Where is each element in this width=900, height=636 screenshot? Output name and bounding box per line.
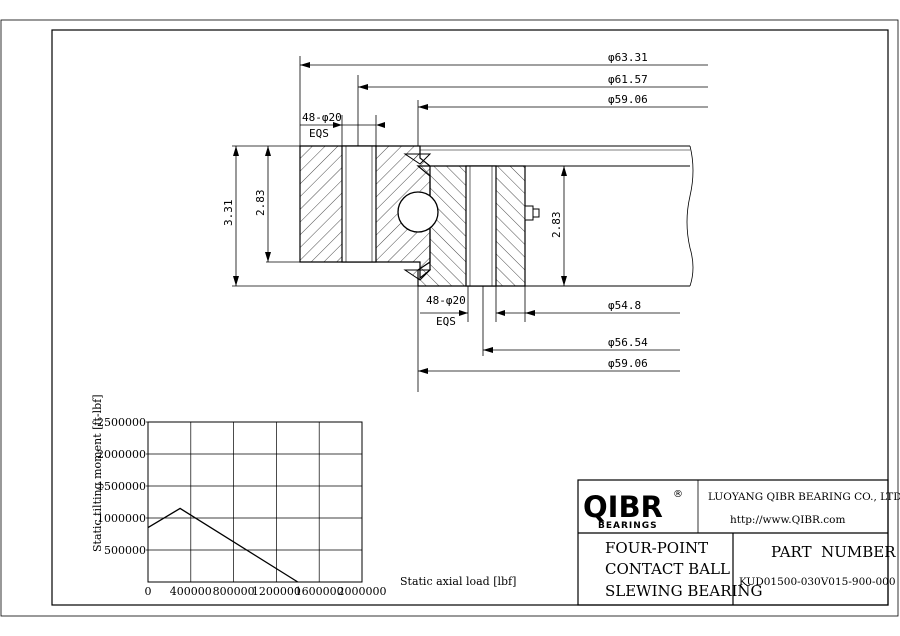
- ball: [397, 191, 439, 233]
- company-website: http://www.QIBR.com: [730, 514, 846, 526]
- dim-height-total: 3.31: [222, 200, 235, 227]
- bearing-cross-section: [299, 145, 694, 287]
- chart-x-tick-label: 2000000: [338, 585, 387, 598]
- dim-d1: φ63.31: [608, 51, 648, 64]
- dim-d2: φ61.57: [608, 73, 648, 86]
- part-number-label: PART NUMBER: [771, 543, 896, 561]
- dim-d4: φ54.8: [608, 299, 641, 312]
- dim-inner-eqs: EQS: [436, 315, 456, 328]
- chart-series-line: [147, 507, 299, 583]
- chart-x-label: Static axial load [lbf]: [400, 575, 516, 588]
- dim-d3: φ59.06: [608, 93, 648, 106]
- dim-d6: φ59.06: [608, 357, 648, 370]
- part-number: KUD01500-030V015-900-000: [739, 576, 896, 588]
- chart-x-tick-label: 1600000: [295, 585, 344, 598]
- chart-x-tick-label: 400000: [170, 585, 212, 598]
- dim-outer-eqs: EQS: [309, 127, 329, 140]
- top-seal: [403, 153, 432, 165]
- logo-registered: ®: [673, 489, 683, 500]
- chart-y-tick-label: 2500000: [97, 416, 146, 429]
- dim-height-inner: 2.83: [550, 212, 563, 239]
- chart-y-ticks: 500000 1000000 1500000 2000000 2500000: [97, 416, 148, 557]
- inner-bolt-hole: [465, 165, 497, 287]
- grease-nipple: [524, 205, 534, 221]
- product-line-3: SLEWING BEARING: [605, 582, 763, 600]
- product-line-2: CONTACT BALL: [605, 560, 730, 578]
- chart-y-label: Static tilting moment [ft-lbf]: [91, 394, 104, 552]
- drawing-border: [51, 29, 889, 606]
- chart-x-tick-label: 1200000: [252, 585, 301, 598]
- company-name: LUOYANG QIBR BEARING CO., LTD: [708, 491, 900, 503]
- chart-y-tick-label: 1000000: [97, 512, 146, 525]
- product-line-1: FOUR-POINT: [605, 539, 708, 557]
- logo-subtext: BEARINGS: [598, 521, 658, 531]
- chart-y-tick-label: 500000: [104, 544, 146, 557]
- dimension-arrows: [233, 62, 567, 374]
- chart-x-tick-label: 800000: [213, 585, 255, 598]
- outer-bolt-hole: [341, 145, 377, 263]
- dim-outer-holes: 48-φ20: [302, 111, 342, 124]
- bottom-seal: [403, 269, 432, 281]
- outer-frame: [0, 19, 899, 617]
- chart-x-tick-label: 0: [145, 585, 152, 598]
- logo-text: QIBR: [583, 490, 663, 524]
- chart-y-tick-label: 2000000: [97, 448, 146, 461]
- dim-inner-holes: 48-φ20: [426, 294, 466, 307]
- dim-d5: φ56.54: [608, 336, 648, 349]
- dim-height-outer: 2.83: [254, 190, 267, 217]
- dimension-lines: [232, 56, 708, 392]
- chart-plot-area: [147, 421, 363, 583]
- chart-y-tick-label: 1500000: [97, 480, 146, 493]
- title-block: QIBR ® BEARINGS LUOYANG QIBR BEARING CO.…: [577, 479, 900, 606]
- chart-grid: [147, 421, 363, 583]
